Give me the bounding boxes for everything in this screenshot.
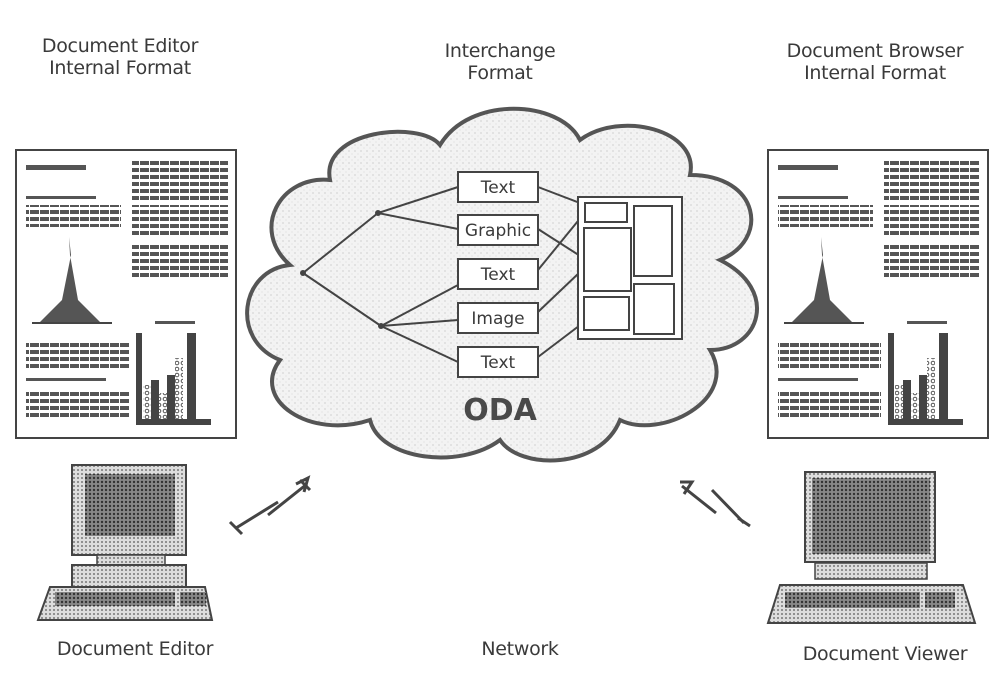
bar-chart-icon bbox=[888, 333, 963, 425]
interchange-line2: Format bbox=[467, 62, 533, 84]
node-label: Image bbox=[471, 309, 524, 329]
eiffel-tower-icon bbox=[792, 237, 852, 322]
editor-format-line1: Document Editor bbox=[41, 35, 199, 57]
eiffel-tower-icon bbox=[40, 237, 100, 322]
browser-format-line2: Internal Format bbox=[804, 62, 946, 84]
node-label: Text bbox=[480, 265, 516, 285]
interchange-format-label: Interchange Format bbox=[410, 40, 590, 84]
editor-format-line2: Internal Format bbox=[49, 57, 191, 79]
browser-document-page bbox=[767, 149, 989, 439]
document-viewer-label: Document Viewer bbox=[802, 643, 968, 665]
root-node bbox=[300, 270, 306, 276]
browser-format-label: Document Browser Internal Format bbox=[755, 40, 995, 84]
editor-format-label: Document Editor Internal Format bbox=[20, 35, 220, 79]
node-image: Image bbox=[457, 302, 539, 334]
layout-page bbox=[577, 196, 683, 340]
node-text-3: Text bbox=[457, 346, 539, 378]
oda-title: ODA bbox=[463, 393, 537, 428]
node-label: Text bbox=[480, 353, 516, 373]
right-network-arrow-icon bbox=[680, 480, 751, 528]
node-text-1: Text bbox=[457, 171, 539, 203]
left-network-arrow-icon bbox=[228, 475, 312, 536]
viewer-computer-icon bbox=[766, 471, 977, 624]
node-graphic: Graphic bbox=[457, 214, 539, 246]
branch-node bbox=[378, 323, 384, 329]
node-text-2: Text bbox=[457, 258, 539, 290]
interchange-line1: Interchange bbox=[444, 40, 556, 62]
node-label: Graphic bbox=[465, 221, 531, 241]
editor-document-page bbox=[15, 149, 237, 439]
bar-chart-icon bbox=[136, 333, 211, 425]
editor-computer-icon bbox=[36, 464, 214, 621]
node-label: Text bbox=[480, 178, 516, 198]
branch-node bbox=[375, 210, 381, 216]
network-label: Network bbox=[481, 638, 559, 660]
browser-format-line1: Document Browser bbox=[786, 40, 964, 62]
document-editor-label: Document Editor bbox=[56, 638, 214, 660]
